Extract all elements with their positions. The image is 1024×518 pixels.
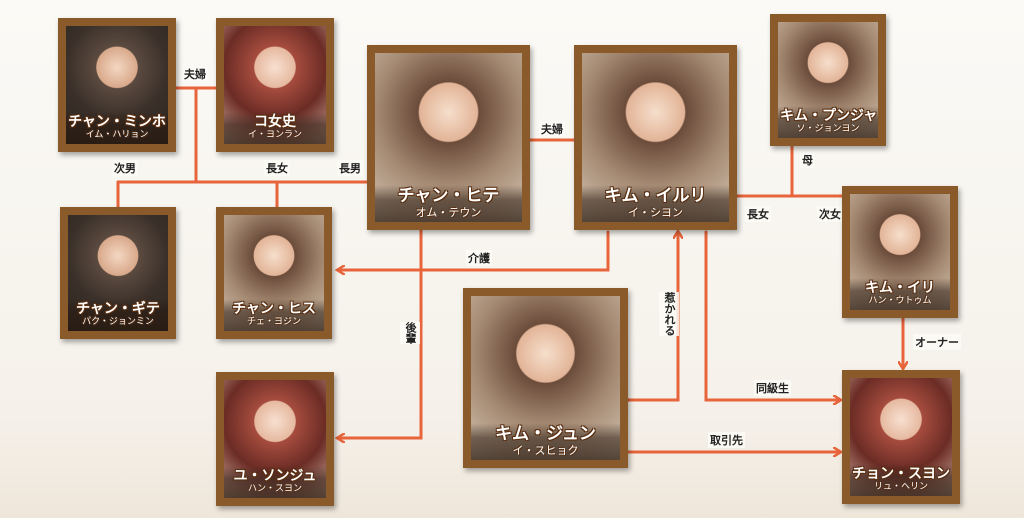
portrait-suyon: チョン・スヨン リュ・ヘリン <box>842 370 960 504</box>
caption-ko: コ女史 イ・ヨンラン <box>224 112 326 144</box>
label-spouse-1: 夫婦 <box>182 66 208 82</box>
character-name: キム・プンジャ <box>780 108 878 124</box>
label-client: 取引先 <box>708 432 745 448</box>
character-name: チャン・ミンホ <box>68 114 166 130</box>
actor-name: ハン・スヨン <box>247 484 302 494</box>
line-attracted <box>628 232 678 400</box>
actor-name: オム・テウン <box>415 206 482 219</box>
character-name: コ女史 <box>254 114 296 130</box>
portrait-iri: キム・イリ ハン・ウトゥム <box>842 186 958 318</box>
label-owner: オーナー <box>913 334 961 350</box>
line-care <box>338 230 610 270</box>
caption-iri: キム・イリ ハン・ウトゥム <box>850 278 950 310</box>
label-care: 介護 <box>466 250 492 266</box>
caption-sonju: ユ・ソンジュ ハン・スヨン <box>224 466 326 498</box>
actor-name: イ・シヨン <box>628 206 683 219</box>
caption-minho: チャン・ミンホ イム・ハリョン <box>66 112 168 144</box>
label-attracted: 惹かれる <box>659 292 679 336</box>
actor-name: ハン・ウトゥム <box>868 296 932 306</box>
label-second-daughter: 次女 <box>817 206 843 222</box>
actor-name: リュ・ヘリン <box>873 482 928 492</box>
portrait-jun: キム・ジュン イ・スヒョク <box>463 288 628 468</box>
label-junior: 後輩 <box>400 322 420 344</box>
label-eldest-daughter-2: 長女 <box>745 206 771 222</box>
line-classmate <box>704 230 840 400</box>
portrait-hisu: チャン・ヒス チェ・ヨジン <box>216 207 332 339</box>
portrait-minho: チャン・ミンホ イム・ハリョン <box>58 18 176 152</box>
character-name: キム・イリ <box>865 280 935 296</box>
label-second-son: 次男 <box>112 160 138 176</box>
label-spouse-2: 夫婦 <box>539 121 565 137</box>
character-name: キム・ジュン <box>495 424 596 444</box>
character-name: チャン・ヒス <box>232 301 316 317</box>
actor-name: イ・ヨンラン <box>247 130 302 140</box>
caption-gite: チャン・ギテ パク・ジョンミン <box>68 299 168 331</box>
character-name: チャン・ギテ <box>76 301 160 317</box>
actor-name: パク・ジョンミン <box>82 317 154 327</box>
caption-suyon: チョン・スヨン リュ・ヘリン <box>850 464 952 496</box>
portrait-sonju: ユ・ソンジュ ハン・スヨン <box>216 372 334 506</box>
line-junior <box>338 228 423 438</box>
label-eldest-daughter-1: 長女 <box>264 160 290 176</box>
caption-jun: キム・ジュン イ・スヒョク <box>471 423 620 460</box>
caption-punja: キム・プンジャ ソ・ジョンヨン <box>778 106 878 138</box>
portrait-ko: コ女史 イ・ヨンラン <box>216 18 334 152</box>
character-name: ユ・ソンジュ <box>233 468 317 484</box>
character-name: チョン・スヨン <box>852 466 950 482</box>
portrait-gite: チャン・ギテ パク・ジョンミン <box>60 207 176 339</box>
portrait-punja: キム・プンジャ ソ・ジョンヨン <box>770 14 886 146</box>
portrait-illi: キム・イルリ イ・シヨン <box>574 45 737 230</box>
actor-name: イ・スヒョク <box>512 444 579 457</box>
label-classmate: 同級生 <box>754 380 791 396</box>
actor-name: チェ・ヨジン <box>246 317 301 327</box>
caption-illi: キム・イルリ イ・シヨン <box>582 185 729 222</box>
character-name: チャン・ヒテ <box>397 186 500 206</box>
label-eldest-son: 長男 <box>337 160 363 176</box>
caption-hisu: チャン・ヒス チェ・ヨジン <box>224 299 324 331</box>
actor-name: ソ・ジョンヨン <box>796 124 860 134</box>
label-mother: 母 <box>800 152 815 168</box>
actor-name: イム・ハリョン <box>85 130 149 140</box>
portrait-hite: チャン・ヒテ オム・テウン <box>367 45 530 230</box>
character-name: キム・イルリ <box>604 186 707 206</box>
caption-hite: チャン・ヒテ オム・テウン <box>375 185 522 222</box>
